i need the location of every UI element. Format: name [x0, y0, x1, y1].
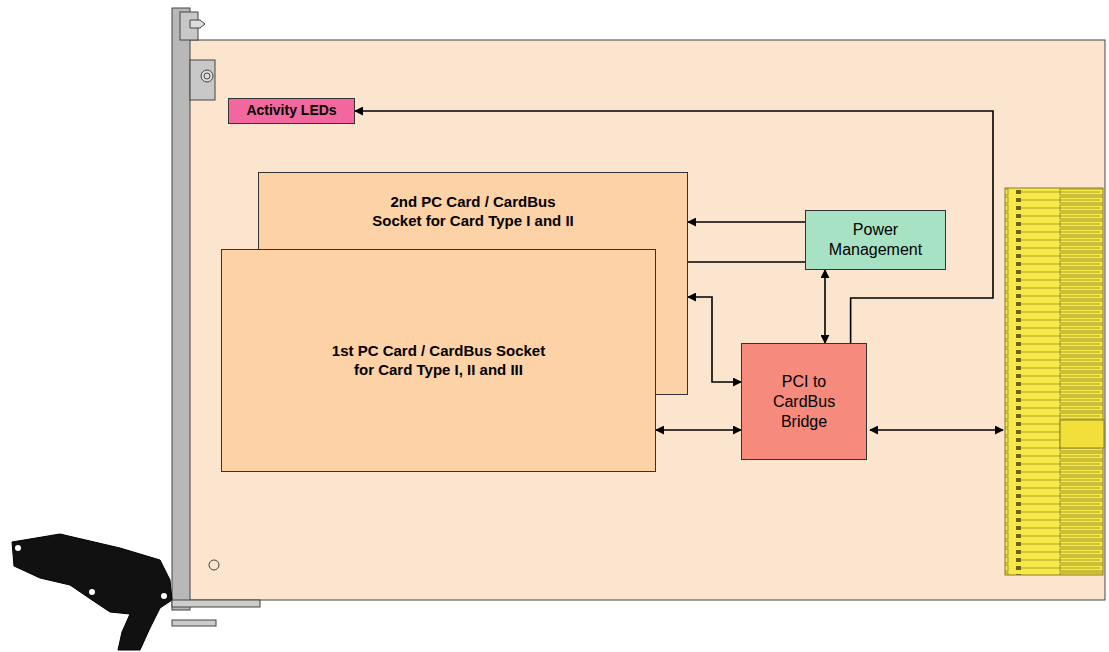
process-box: Power Management: [805, 210, 946, 270]
panel-pin: [190, 20, 205, 28]
handle-hole: [89, 589, 95, 595]
backplane-connector: [1005, 188, 1103, 575]
connector-arrow: [824, 270, 826, 343]
node-label: 2nd PC Card / CardBus Socket for Card Ty…: [364, 193, 582, 231]
connector-arrow: [688, 221, 805, 223]
node-label: Activity LEDs: [246, 102, 336, 120]
handle-pin: [172, 600, 260, 607]
handle-hole: [15, 545, 21, 551]
node-label: PCI to CardBus Bridge: [761, 372, 847, 432]
handle-hole: [161, 593, 167, 599]
ejector-handle: [12, 534, 172, 650]
mount-hole: [209, 560, 219, 570]
led-indicator: Activity LEDs: [228, 98, 355, 124]
connector-arrow: [656, 429, 741, 431]
panel-screw-inner: [204, 73, 210, 79]
node-label: Power Management: [821, 220, 931, 260]
pcb-board: [176, 40, 1105, 600]
bus-arrow: [870, 429, 1003, 431]
bridge-chip: PCI to CardBus Bridge: [741, 343, 867, 460]
socket-box: 1st PC Card / CardBus Socket for Card Ty…: [221, 249, 656, 472]
front-panel: [172, 8, 190, 610]
handle-pin: [172, 620, 216, 626]
connector-key: [1060, 420, 1104, 448]
connector-arrow: [688, 297, 741, 382]
node-label: 1st PC Card / CardBus Socket for Card Ty…: [329, 342, 549, 380]
panel-screw-block: [190, 60, 215, 100]
panel-screw: [201, 70, 213, 82]
